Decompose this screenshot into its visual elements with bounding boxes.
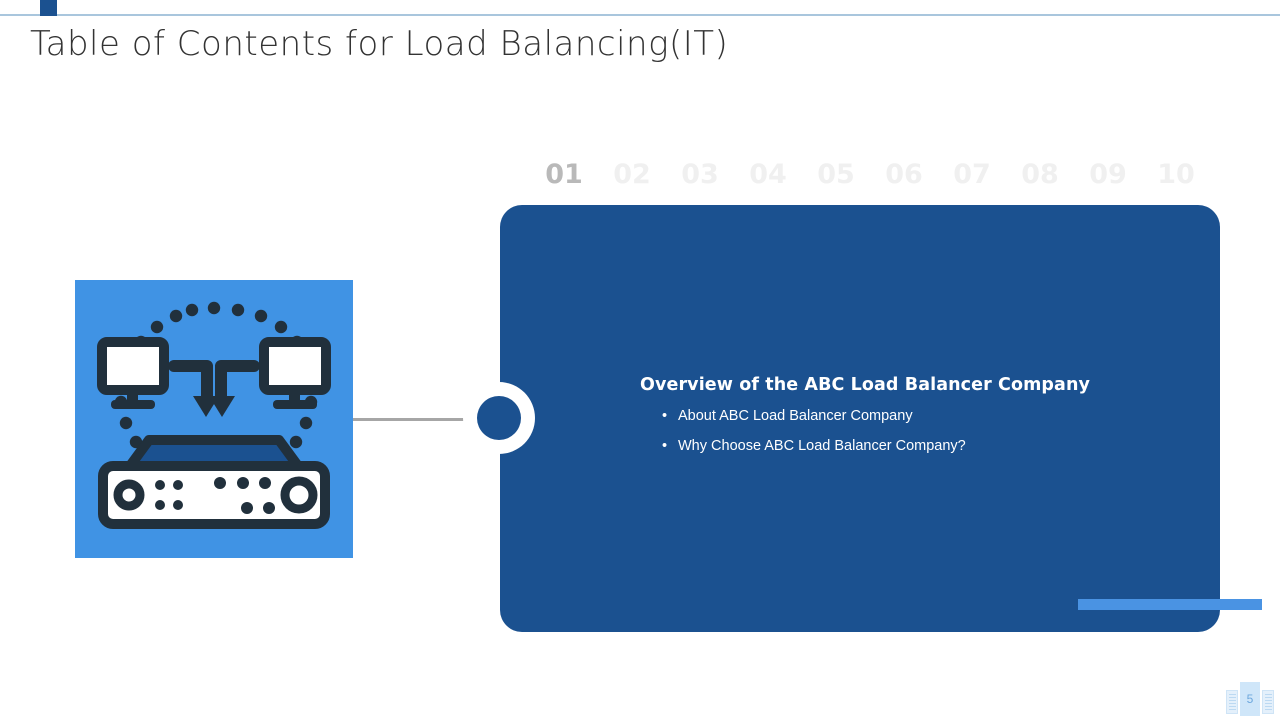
- panel-bullet-list: • About ABC Load Balancer Company • Why …: [640, 407, 1200, 456]
- list-item-label: Why Choose ABC Load Balancer Company?: [678, 437, 966, 454]
- step-number-04[interactable]: 04: [749, 158, 787, 190]
- step-number-01[interactable]: 01: [545, 158, 583, 190]
- bullet-icon: •: [662, 408, 668, 424]
- content-panel: Overview of the ABC Load Balancer Compan…: [500, 205, 1220, 632]
- load-balancer-device-icon: [98, 435, 330, 529]
- connector-node-dot: [477, 396, 521, 440]
- monitor-right-icon: [259, 337, 331, 409]
- panel-accent-bar: [1078, 599, 1262, 610]
- step-number-08[interactable]: 08: [1021, 158, 1059, 190]
- arrow-right-icon: [209, 360, 260, 417]
- step-number-03[interactable]: 03: [681, 158, 719, 190]
- page-widget-left-sheet: [1226, 690, 1238, 714]
- bullet-icon: •: [662, 437, 668, 454]
- step-number-09[interactable]: 09: [1089, 158, 1127, 190]
- panel-text-block: Overview of the ABC Load Balancer Compan…: [640, 375, 1200, 467]
- page-widget-right-lines: [1265, 694, 1272, 711]
- page-number-widget: 5: [1226, 682, 1274, 716]
- step-number-06[interactable]: 06: [885, 158, 923, 190]
- connector-line: [352, 418, 502, 421]
- step-number-02[interactable]: 02: [613, 158, 651, 190]
- header-accent-square: [40, 0, 57, 16]
- list-item: • Why Choose ABC Load Balancer Company?: [640, 437, 1200, 456]
- step-number-05[interactable]: 05: [817, 158, 855, 190]
- panel-heading: Overview of the ABC Load Balancer Compan…: [640, 375, 1091, 395]
- page-widget-left-lines: [1229, 694, 1236, 711]
- step-number-10[interactable]: 10: [1157, 158, 1195, 190]
- section-number-strip: 01 02 03 04 05 06 07 08 09 10: [530, 155, 1210, 193]
- load-balancer-network-icon: [97, 301, 331, 529]
- step-number-07[interactable]: 07: [953, 158, 991, 190]
- list-item-label: About ABC Load Balancer Company: [678, 408, 913, 424]
- load-balancer-illustration-tile: [75, 280, 353, 558]
- arrow-left-icon: [168, 360, 219, 417]
- header-divider-rule: [0, 14, 1280, 16]
- page-widget-right-sheet: [1262, 690, 1274, 714]
- page-number: 5: [1240, 682, 1260, 716]
- page-title: Table of Contents for Load Balancing(IT): [30, 24, 729, 64]
- list-item: • About ABC Load Balancer Company: [640, 407, 1200, 426]
- monitor-left-icon: [97, 337, 169, 409]
